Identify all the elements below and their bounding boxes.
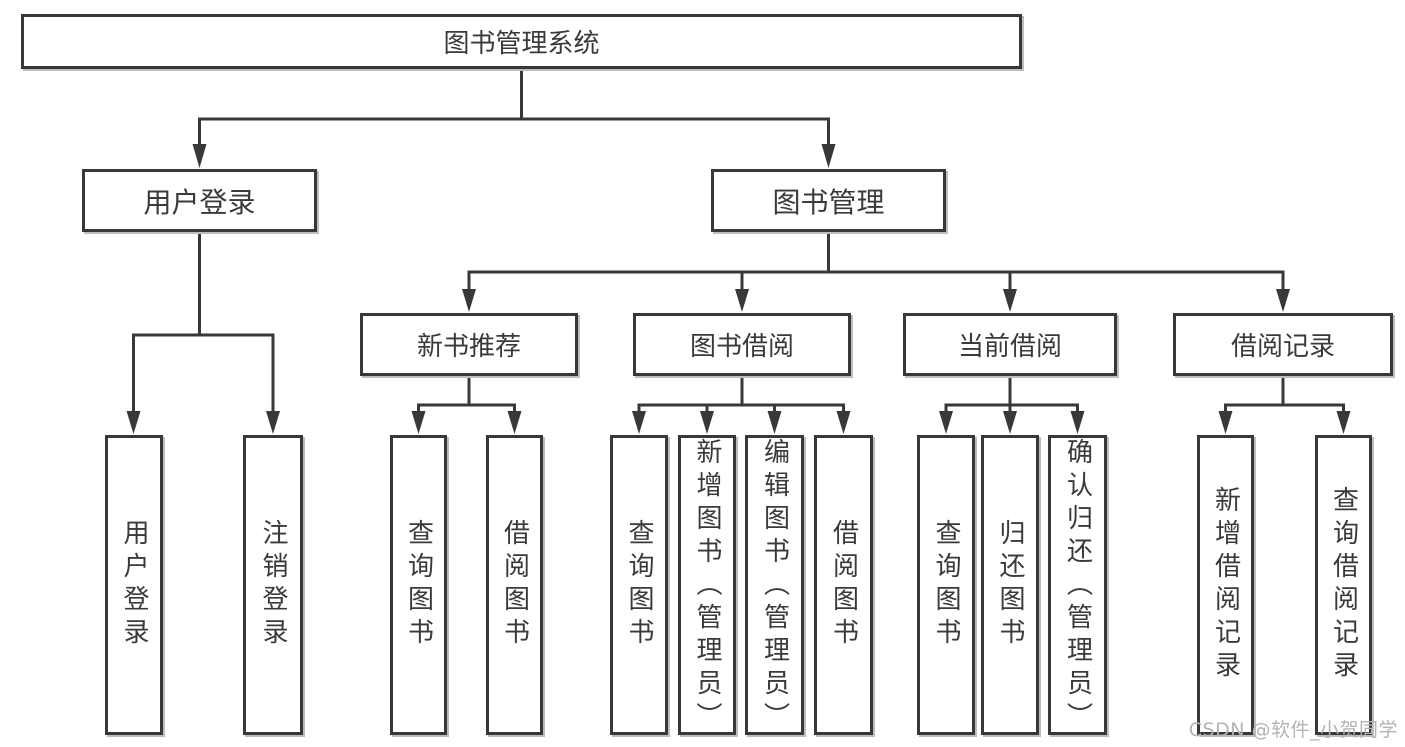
node-label: 借阅图书 — [499, 519, 530, 651]
node-label: 当前借阅 — [957, 332, 1062, 362]
arrowheads — [126, 144, 1351, 434]
node-label: 新增图书（管理员） — [692, 438, 722, 735]
node-user-login: 用户登录 — [82, 169, 317, 232]
node-leaf-add-borrow-record: 新增借阅记录 — [1197, 435, 1254, 735]
node-leaf-query-books-borrowing: 查询图书 — [610, 435, 668, 735]
node-leaf-return-books: 归还图书 — [981, 435, 1039, 735]
node-label: 查询图书 — [931, 519, 961, 651]
node-label: 借阅记录 — [1230, 332, 1335, 362]
node-leaf-logout: 注销登录 — [243, 435, 303, 735]
node-label: 注销登录 — [258, 519, 288, 651]
node-label: 用户登录 — [143, 185, 256, 219]
node-leaf-edit-books-admin: 编辑图书（管理员） — [745, 435, 804, 735]
node-label: 确认归还（管理员） — [1062, 438, 1093, 735]
node-leaf-query-books-recommend: 查询图书 — [390, 435, 447, 735]
node-label: 编辑图书（管理员） — [759, 438, 790, 735]
node-label: 归还图书 — [995, 519, 1025, 651]
node-book-management: 图书管理 — [711, 169, 946, 232]
node-label: 新增借阅记录 — [1210, 486, 1241, 684]
node-leaf-query-books-current: 查询图书 — [917, 435, 975, 735]
node-leaf-user-login: 用户登录 — [105, 435, 163, 735]
node-library-management-system: 图书管理系统 — [21, 14, 1022, 69]
node-new-book-recommend: 新书推荐 — [360, 313, 578, 376]
node-label: 借阅图书 — [828, 519, 859, 651]
node-label: 图书借阅 — [689, 332, 794, 362]
node-leaf-confirm-return-admin: 确认归还（管理员） — [1048, 435, 1107, 735]
node-leaf-query-borrow-record: 查询借阅记录 — [1315, 435, 1372, 735]
node-label: 用户登录 — [119, 519, 149, 651]
node-borrowing-records: 借阅记录 — [1173, 313, 1393, 376]
node-leaf-borrow-books: 借阅图书 — [814, 435, 873, 735]
node-book-borrowing: 图书借阅 — [633, 313, 851, 376]
node-leaf-add-books-admin: 新增图书（管理员） — [678, 435, 736, 735]
node-leaf-borrow-books-recommend: 借阅图书 — [486, 435, 543, 735]
node-label: 查询图书 — [403, 519, 434, 651]
node-label: 图书管理系统 — [443, 29, 600, 59]
node-label: 查询借阅记录 — [1328, 486, 1359, 684]
node-current-borrowing: 当前借阅 — [903, 313, 1117, 376]
watermark: CSDN @软件_小贺同学 — [1188, 719, 1398, 741]
node-label: 查询图书 — [624, 519, 654, 651]
node-label: 图书管理 — [772, 185, 885, 219]
node-label: 新书推荐 — [416, 332, 521, 362]
